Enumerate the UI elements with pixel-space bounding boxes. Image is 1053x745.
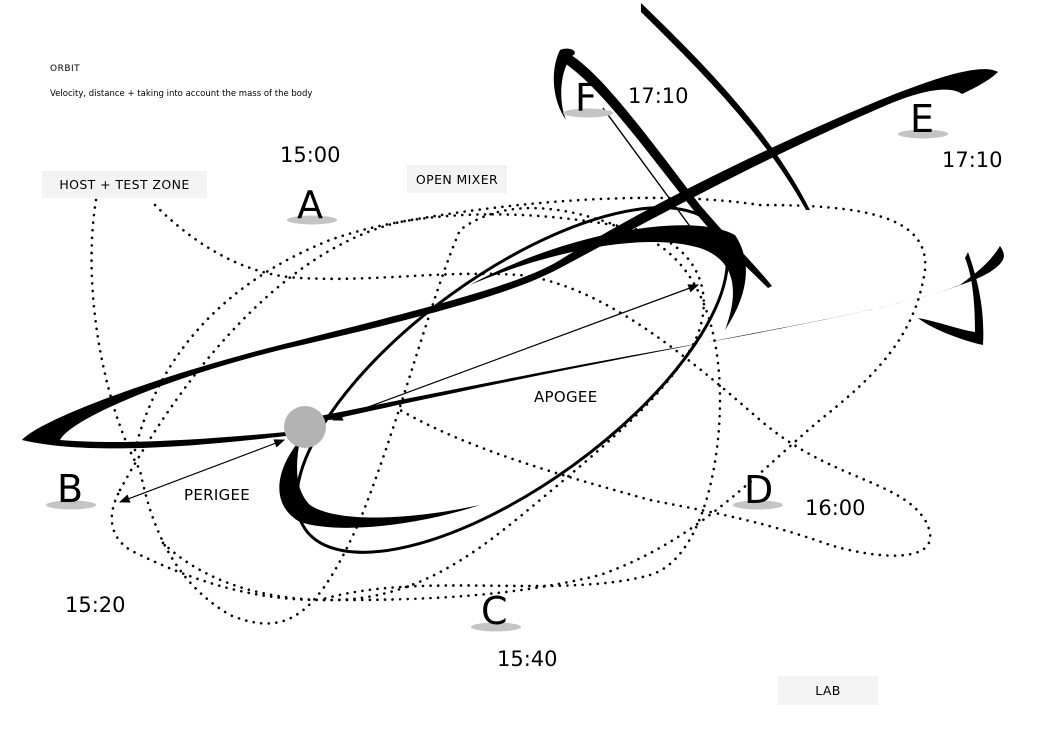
shadow-c <box>471 622 521 632</box>
station-a-time: 15:00 <box>280 143 341 167</box>
shadow-e <box>898 129 948 139</box>
page-title: ORBIT <box>50 64 81 74</box>
station-f-time: 17:10 <box>628 84 689 108</box>
station-e-letter: E <box>910 97 935 141</box>
station-shadows <box>46 108 948 632</box>
station-d-letter: D <box>744 468 774 512</box>
swoosh-top-arc <box>641 3 810 210</box>
station-c-time: 15:40 <box>497 647 558 671</box>
station-d-time: 16:00 <box>805 496 866 520</box>
perigee-arrow <box>118 439 286 503</box>
host-test-zone-tag[interactable]: HOST + TEST ZONE <box>42 171 207 198</box>
swoosh-orbit-e <box>22 69 998 449</box>
perigee-label: PERIGEE <box>184 486 251 504</box>
station-b-time: 15:20 <box>65 593 126 617</box>
station-f-letter: F <box>575 76 597 120</box>
dotted-path <box>110 196 927 602</box>
station-e-time: 17:10 <box>942 148 1003 172</box>
apogee-arrow <box>331 284 700 421</box>
station-b-letter: B <box>57 467 84 511</box>
central-body <box>284 406 326 448</box>
open-mixer-tag[interactable]: OPEN MIXER <box>407 165 507 193</box>
inner-orbit-crescent-lower <box>279 440 480 528</box>
dotted-paths <box>90 196 932 625</box>
station-a-letter: A <box>297 183 323 227</box>
f-tether <box>602 107 701 241</box>
dotted-path <box>90 198 722 625</box>
swoosh-hook <box>918 252 984 345</box>
station-c-letter: C <box>481 589 508 633</box>
swoosh-f-arc <box>560 52 772 288</box>
dotted-path <box>153 203 932 557</box>
page-subtitle: Velocity, distance + taking into account… <box>50 89 313 99</box>
swoosh-orbit-f <box>553 48 575 120</box>
apogee-label: APOGEE <box>534 388 598 406</box>
shadow-b <box>46 500 96 510</box>
shadow-f <box>563 108 613 118</box>
shadow-d <box>733 500 783 510</box>
lab-tag[interactable]: LAB <box>778 676 878 705</box>
shadow-a <box>287 215 337 225</box>
